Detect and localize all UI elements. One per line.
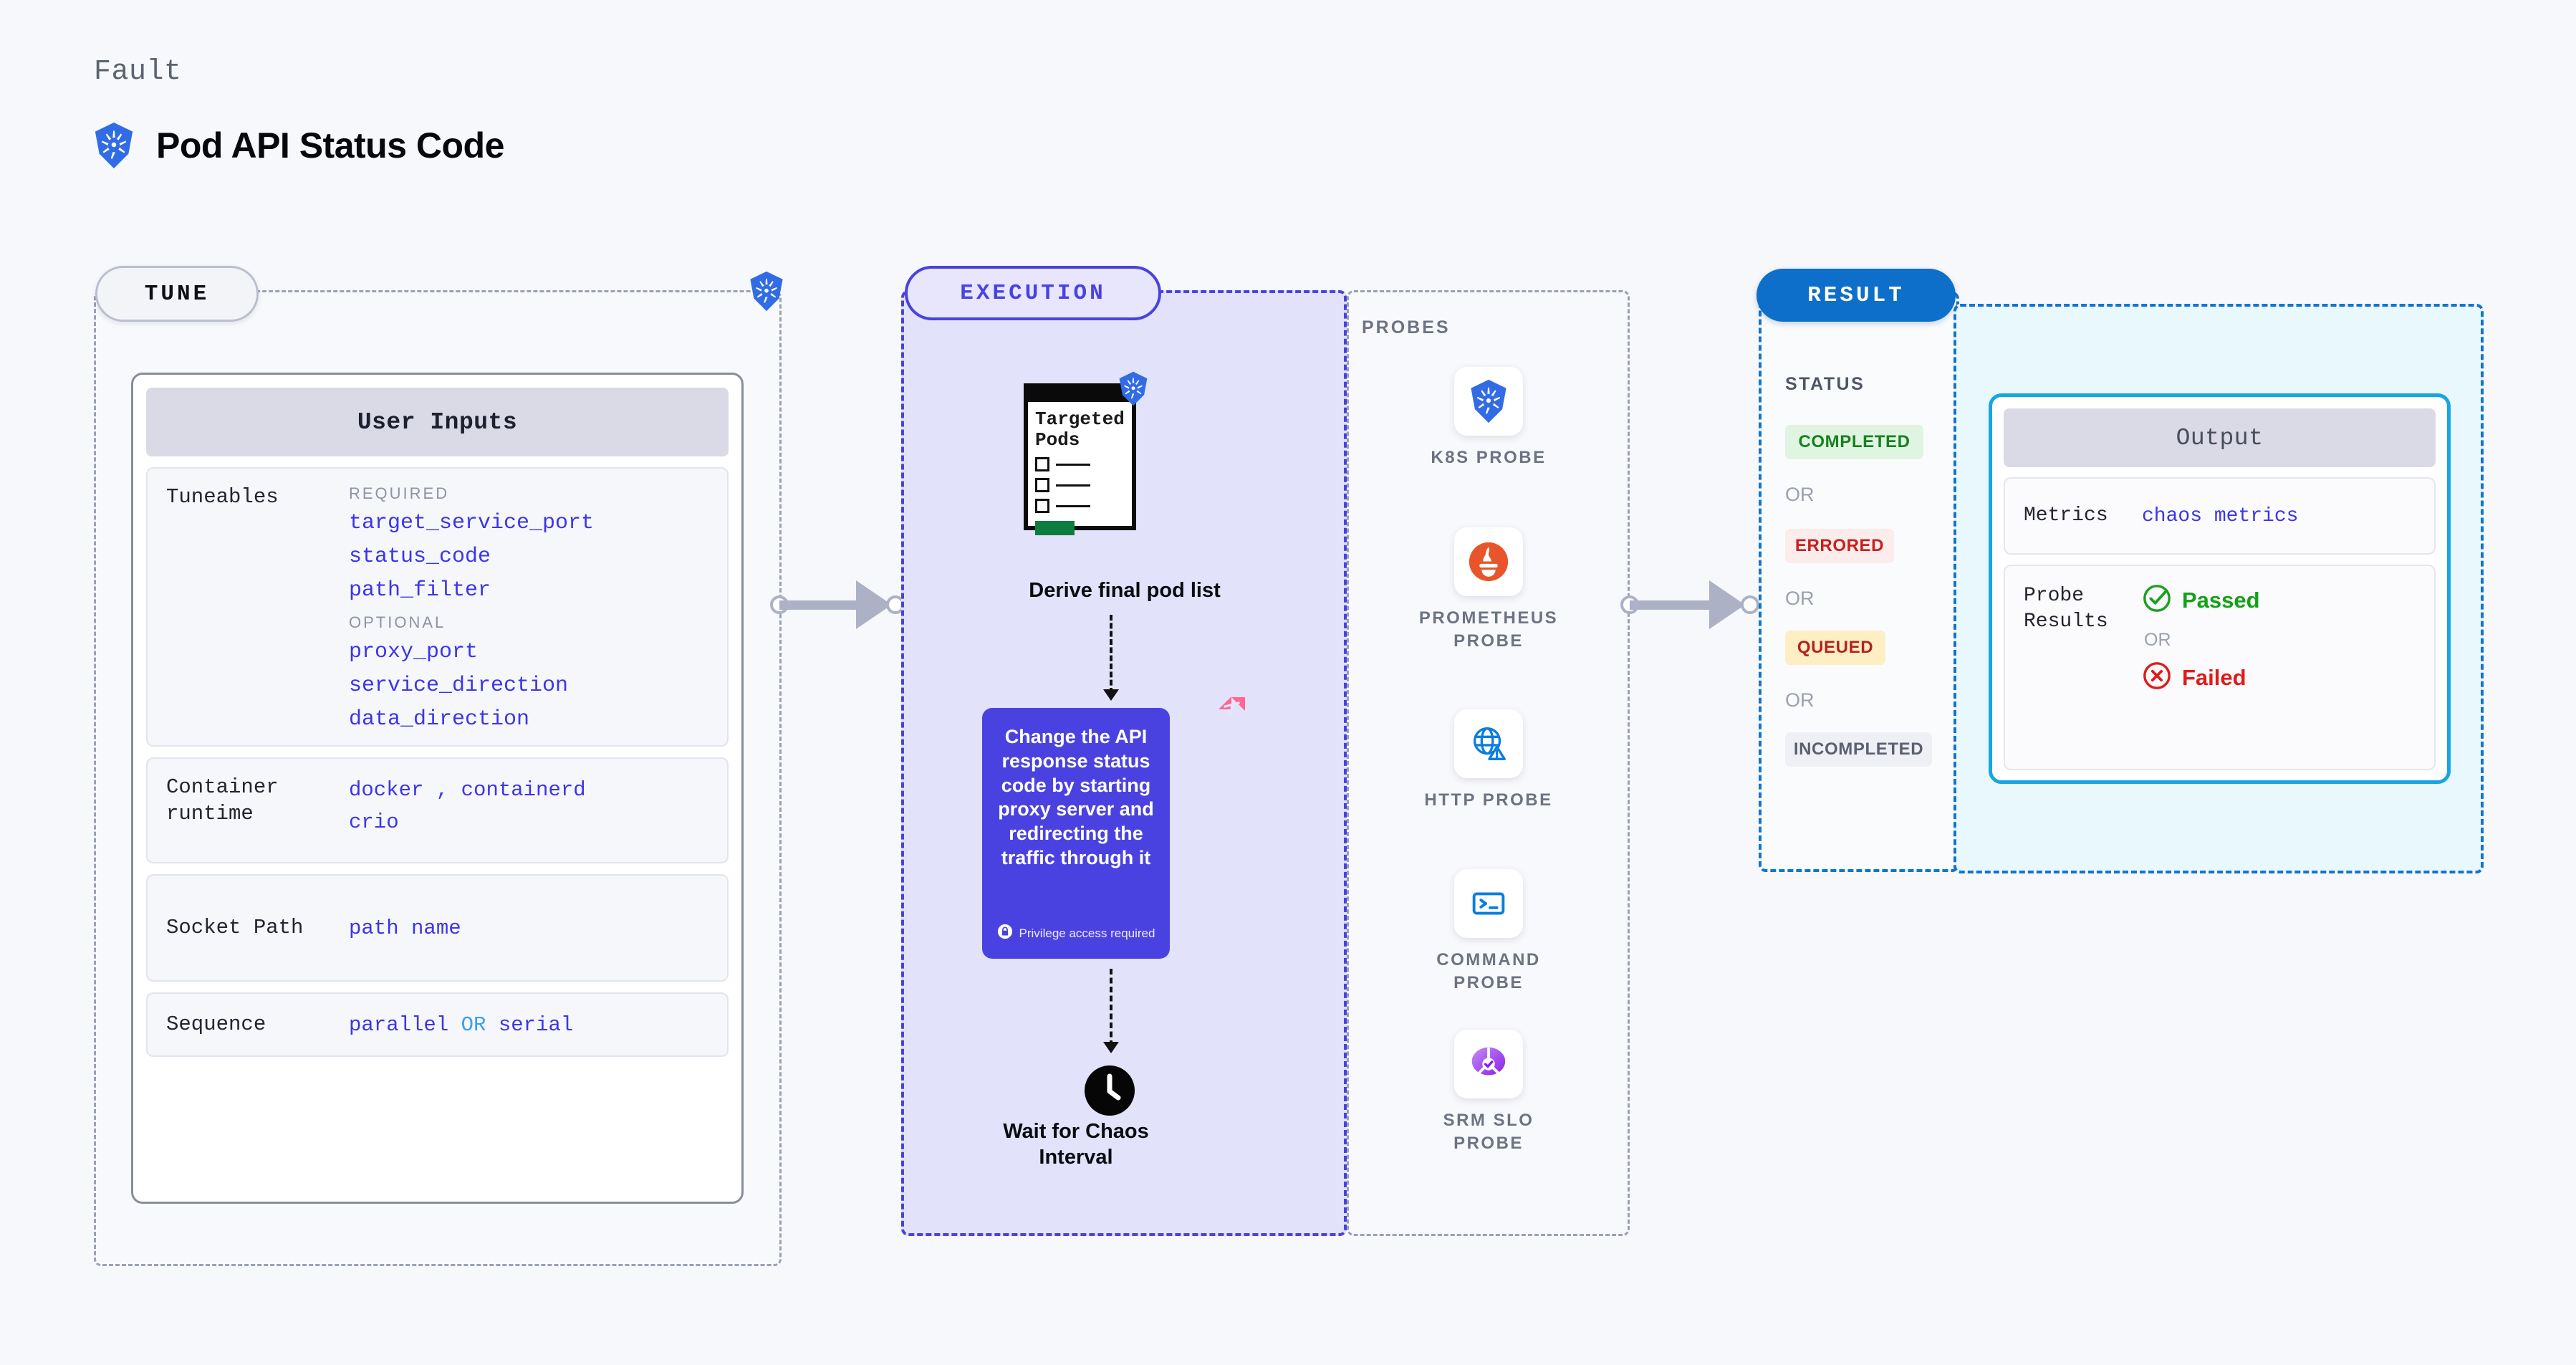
check-circle-icon [2142, 583, 2172, 617]
probe-result-passed: Passed [2142, 583, 2260, 617]
tuneable-service-direction[interactable]: service_direction [349, 674, 569, 698]
derive-pod-list-caption: Derive final pod list [1029, 579, 1221, 602]
metrics-row: Metrics chaos metrics [2004, 477, 2436, 555]
probe-label: PROMETHEUS PROBE [1418, 608, 1559, 651]
tuneable-data-direction[interactable]: data_direction [349, 707, 530, 732]
tuneable-path-filter[interactable]: path_filter [349, 578, 491, 603]
probe-result-or: OR [2144, 630, 2171, 650]
tuneable-status-code[interactable]: status_code [349, 545, 491, 569]
container-runtime-row: Container runtime docker , containerd cr… [146, 757, 729, 863]
action-card: Change the API response status code by s… [982, 708, 1170, 959]
tune-pill[interactable]: TUNE [95, 266, 259, 322]
status-badge-completed: COMPLETED [1785, 425, 1923, 459]
runtime-crio[interactable]: crio [349, 810, 399, 834]
fault-eyebrow-label: Fault [94, 56, 182, 88]
status-section-label: STATUS [1785, 374, 1865, 394]
kubernetes-icon [92, 122, 136, 169]
probe-label: K8S PROBE [1431, 448, 1547, 467]
probe-results-key: Probe Results [2024, 585, 2108, 633]
runtime-docker[interactable]: docker [349, 778, 424, 802]
prometheus-icon [1454, 527, 1523, 596]
harness-logo-icon [1216, 693, 1248, 728]
lock-icon [997, 924, 1013, 943]
tuneable-proxy-port[interactable]: proxy_port [349, 640, 479, 664]
probe-http[interactable]: HTTP PROBE [1417, 709, 1560, 812]
sequence-serial[interactable]: serial [498, 1012, 574, 1037]
failed-label: Failed [2182, 664, 2246, 690]
progress-bar [1035, 521, 1075, 536]
probe-results-row: Probe Results Passed OR [2004, 565, 2436, 770]
socket-path-value[interactable]: path name [349, 916, 461, 940]
probes-section-label: PROBES [1362, 317, 1451, 337]
output-card: Output Metrics chaos metrics Probe Resul… [1989, 393, 2451, 784]
kubernetes-icon [1117, 371, 1150, 410]
status-or-2: OR [1785, 588, 1815, 609]
probe-command[interactable]: COMMAND PROBE [1417, 869, 1560, 995]
flow-arrow-1-head [1103, 689, 1119, 701]
probe-srm-slo[interactable]: SRM SLO PROBE [1417, 1030, 1560, 1156]
list-item [1035, 478, 1132, 493]
result-pill[interactable]: RESULT [1756, 269, 1956, 322]
user-inputs-card: User Inputs Tuneables REQUIRED target_se… [131, 373, 744, 1204]
privilege-note: Privilege access required [997, 924, 1155, 943]
passed-label: Passed [2182, 587, 2260, 613]
clock-icon [1085, 1065, 1135, 1119]
status-or-1: OR [1785, 484, 1815, 505]
probe-label: HTTP PROBE [1424, 790, 1553, 810]
required-group-label: REQUIRED [349, 484, 450, 502]
privilege-note-label: Privilege access required [1019, 926, 1155, 940]
connector-tune-to-execution [770, 580, 913, 629]
flow-arrow-1 [1110, 615, 1112, 694]
srm-slo-icon [1454, 1030, 1523, 1098]
probe-label: SRM SLO PROBE [1443, 1111, 1534, 1154]
metrics-key: Metrics [2024, 504, 2108, 527]
tuneables-key: Tuneables [166, 485, 279, 509]
user-inputs-header: User Inputs [146, 388, 729, 456]
list-item [1035, 457, 1132, 472]
flow-arrow-2-head [1103, 1042, 1119, 1053]
x-circle-icon [2142, 661, 2172, 694]
status-badge-queued: QUEUED [1785, 631, 1885, 665]
socket-path-key: Socket Path [166, 915, 304, 939]
targeted-pods-card: Targeted Pods [1024, 383, 1136, 536]
wait-for-chaos-interval-caption: Wait for Chaos Interval [1003, 1120, 1149, 1169]
metrics-value[interactable]: chaos metrics [2142, 504, 2299, 527]
flow-arrow-2 [1110, 969, 1112, 1046]
container-runtime-key: Container runtime [166, 775, 279, 825]
probe-result-failed: Failed [2142, 661, 2260, 694]
sequence-row: Sequence parallel OR serial [146, 992, 729, 1057]
page-title: Pod API Status Code [156, 125, 504, 166]
sequence-key: Sequence [166, 1012, 266, 1036]
kubernetes-icon [1454, 367, 1523, 436]
targeted-pods-title: Targeted Pods [1035, 408, 1125, 451]
tuneables-row: Tuneables REQUIRED target_service_port s… [146, 467, 729, 747]
tuneable-target-service-port[interactable]: target_service_port [349, 511, 595, 535]
sequence-parallel[interactable]: parallel [349, 1012, 449, 1037]
probe-results-values: Passed OR Failed [2142, 583, 2260, 752]
list-item [1035, 499, 1132, 514]
status-badge-errored: ERRORED [1785, 529, 1894, 563]
runtime-separator: , [436, 778, 449, 802]
action-card-text: Change the API response status code by s… [998, 726, 1154, 868]
status-badge-incompleted: INCOMPLETED [1785, 732, 1932, 767]
sequence-or: OR [461, 1012, 486, 1037]
terminal-icon [1454, 869, 1523, 938]
globe-alert-icon [1454, 709, 1523, 778]
execution-pill[interactable]: EXECUTION [905, 266, 1161, 320]
container-runtime-values: docker , containerd crio [349, 775, 586, 846]
kubernetes-icon [747, 271, 786, 315]
sequence-values: parallel OR serial [349, 1013, 573, 1037]
probe-label: COMMAND PROBE [1436, 950, 1541, 993]
socket-path-row: Socket Path path name [146, 874, 729, 982]
runtime-containerd[interactable]: containerd [461, 778, 586, 802]
probe-k8s[interactable]: K8S PROBE [1417, 367, 1560, 469]
optional-group-label: OPTIONAL [349, 613, 446, 631]
result-panel [1759, 292, 1959, 872]
probe-prometheus[interactable]: PROMETHEUS PROBE [1417, 527, 1560, 653]
page-title-row: Pod API Status Code [92, 122, 504, 169]
tuneables-values: REQUIRED target_service_port status_code… [349, 484, 595, 732]
connector-execution-to-result [1620, 580, 1771, 629]
output-card-header: Output [2004, 408, 2436, 467]
status-or-3: OR [1785, 689, 1815, 711]
